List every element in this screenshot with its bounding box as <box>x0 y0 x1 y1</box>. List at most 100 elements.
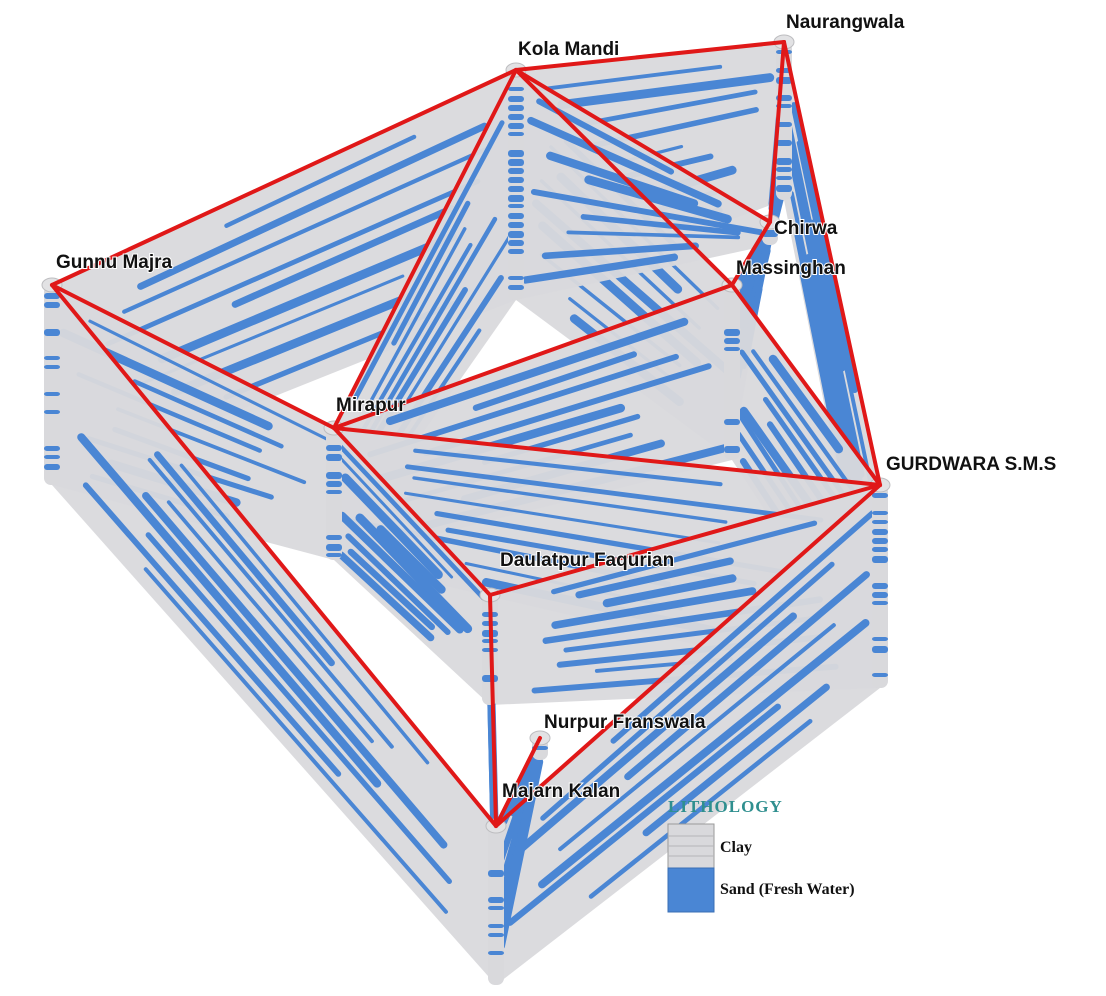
sand-layer <box>143 567 448 914</box>
sand-layer <box>345 533 451 636</box>
sand-layer <box>166 500 374 744</box>
borehole-gurdwara <box>869 477 891 688</box>
sand-layer <box>642 683 830 837</box>
legend-title: LITHOLOGY <box>668 797 783 816</box>
sand-layer <box>580 214 741 236</box>
sand-layer <box>145 532 452 885</box>
well-label-naurangwala: Naurangwala <box>786 12 905 33</box>
legend-item-clay: Clay <box>667 823 752 869</box>
well-label-kola-mandi: Kola Mandi <box>518 39 619 60</box>
legend-swatch-sand <box>667 867 715 913</box>
fence-panels <box>52 42 880 985</box>
sand-layer <box>506 703 781 926</box>
sand-layer <box>472 351 637 411</box>
sand-layer <box>397 233 512 416</box>
fence-panel-mirapur-daulatpur <box>332 428 490 705</box>
fence-panel-gunnu-majra-majarn <box>52 285 496 985</box>
well-label-gunnu-majra: Gunnu Majra <box>56 252 173 273</box>
sand-layer <box>558 623 836 852</box>
sand-layer <box>332 438 488 603</box>
borehole-massinghan <box>721 277 743 460</box>
section-line-gunnu-majra-majarn <box>50 283 498 828</box>
sand-layer <box>376 525 446 594</box>
well-label-massinghan: Massinghan <box>736 258 846 279</box>
borehole-mirapur <box>323 420 345 560</box>
sand-layer <box>355 513 473 634</box>
sand-layer <box>356 242 473 440</box>
sand-layer <box>147 457 394 749</box>
section-line-nurpur-majarn <box>494 736 542 828</box>
sand-layer <box>412 476 728 524</box>
sand-layer <box>404 464 824 523</box>
section-line-mirapur-gurdwara <box>332 426 882 487</box>
well-label-daulatpur: Daulatpur Faqurian <box>500 550 674 571</box>
sand-layer <box>557 73 775 110</box>
sand-layer <box>352 120 505 402</box>
sand-layer <box>179 463 430 765</box>
fence-panel-nurpur-majarn <box>492 738 544 985</box>
sand-layer <box>337 551 435 642</box>
fence-panel-kola-mandi-chirwa <box>516 70 770 300</box>
section-line-kola-mandi-gunnu-majra <box>50 68 518 287</box>
sand-layer <box>790 102 859 394</box>
sand-layer <box>610 510 876 744</box>
sand-layer <box>538 619 870 889</box>
sand-layer <box>768 354 844 454</box>
well-label-majarn: Majarn Kalan <box>502 781 620 802</box>
sand-layer <box>105 178 481 347</box>
sand-layer <box>403 491 721 545</box>
section-line-kola-mandi-naurangwala <box>514 40 786 72</box>
lithology-legend: LITHOLOGY Clay Sand (Fresh Water) <box>667 797 855 913</box>
sand-layer <box>796 140 875 494</box>
section-line-naurangwala-gurdwara <box>782 40 882 487</box>
legend-item-sand: Sand (Fresh Water) <box>667 867 855 913</box>
sand-layer <box>527 116 722 208</box>
sand-layer <box>122 145 493 314</box>
sand-layer <box>231 205 456 308</box>
section-lines <box>50 40 882 828</box>
well-label-nurpur: Nurpur Franswala <box>544 712 706 733</box>
borehole-kola-mandi <box>505 62 527 300</box>
sand-layer <box>157 232 457 364</box>
section-line-kola-mandi-chirwa <box>514 68 772 224</box>
section-line-massinghan-mirapur <box>332 283 734 430</box>
sand-layer <box>423 363 712 457</box>
sand-layer <box>521 253 679 284</box>
section-line-massinghan-gurdwara <box>730 283 882 487</box>
borehole-majarn <box>485 818 507 985</box>
sand-layer <box>588 718 813 899</box>
sand-layer <box>502 612 797 866</box>
sand-layer <box>551 587 757 629</box>
sand-layer <box>154 451 335 667</box>
section-line-daulatpur-majarn <box>488 593 498 828</box>
sand-layer <box>142 492 448 849</box>
section-line-daulatpur-gurdwara <box>488 483 882 597</box>
well-label-gurdwara: GURDWARA S.M.S <box>886 454 1056 475</box>
sand-layer <box>88 319 331 442</box>
legend-label-clay: Clay <box>720 839 752 856</box>
section-line-chirwa-massinghan <box>730 220 772 287</box>
borehole-gunnu-majra <box>41 277 63 485</box>
section-line-kola-mandi-massinghan <box>514 68 734 287</box>
sand-layer <box>530 188 765 236</box>
sand-layer <box>82 482 342 777</box>
section-line-mirapur-daulatpur <box>332 426 492 597</box>
legend-label-sand: Sand (Fresh Water) <box>720 881 855 898</box>
sand-layer <box>602 574 737 608</box>
sand-layer <box>575 557 734 599</box>
sand-layer <box>347 548 436 631</box>
section-line-kola-mandi-mirapur <box>332 68 518 430</box>
well-label-mirapur: Mirapur <box>336 395 406 416</box>
sand-layer <box>341 473 443 580</box>
sand-layer <box>132 379 284 449</box>
sand-layer <box>385 317 689 426</box>
sand-layer <box>224 134 417 228</box>
sand-layer <box>546 151 699 208</box>
sand-layer <box>413 448 723 487</box>
sand-layer <box>338 511 464 634</box>
section-line-gunnu-majra-mirapur <box>50 283 336 430</box>
sand-layer <box>540 561 835 821</box>
sand-layer <box>541 242 699 260</box>
